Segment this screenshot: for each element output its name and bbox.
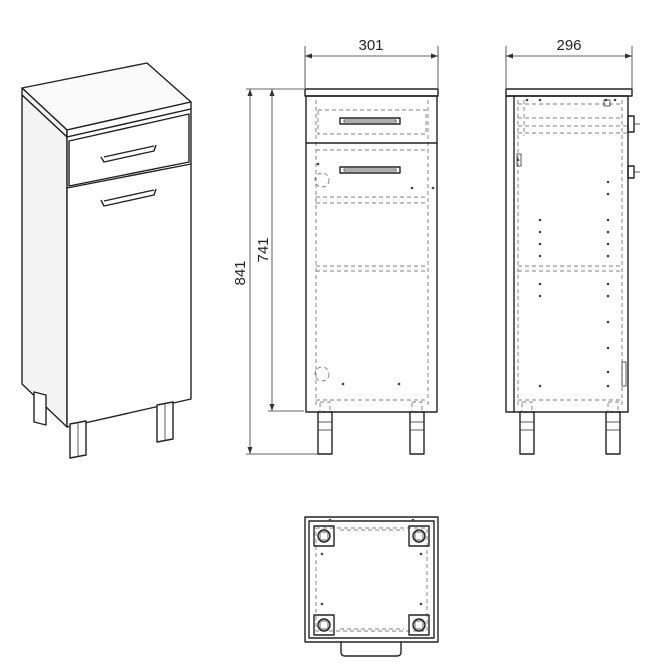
front-leg-left xyxy=(317,411,333,455)
plan-view xyxy=(304,516,439,657)
plan-foot-front-left xyxy=(313,525,335,547)
front-countertop xyxy=(304,88,439,97)
iso-body-front xyxy=(66,108,192,428)
dimension-width: 301 xyxy=(358,37,383,54)
iso-body-side xyxy=(21,94,68,428)
side-leg-front xyxy=(519,411,535,455)
plan-outline xyxy=(304,516,439,643)
isometric-view xyxy=(21,62,192,459)
front-body xyxy=(305,95,438,413)
iso-leg-back-left xyxy=(33,391,47,426)
front-view: 301 741 841 xyxy=(232,37,439,455)
front-drawer-handle xyxy=(339,117,401,125)
plan-foot-front-right xyxy=(408,525,430,547)
front-door-handle xyxy=(339,166,401,174)
front-drawer-box xyxy=(317,109,427,135)
iso-door-top-edge xyxy=(66,163,192,189)
plan-handle xyxy=(340,642,402,657)
front-leg-right xyxy=(409,411,425,455)
dimension-body-height: 741 xyxy=(255,237,272,262)
dimension-depth: 296 xyxy=(556,37,581,54)
side-countertop xyxy=(505,88,633,97)
plan-foot-back-right xyxy=(408,614,430,636)
side-body xyxy=(505,95,629,413)
iso-drawer-front xyxy=(68,113,190,187)
side-leg-back xyxy=(605,411,621,455)
dimension-total-height: 841 xyxy=(232,260,249,285)
side-wall-bracket-bottom xyxy=(627,165,635,179)
plan-foot-back-left xyxy=(313,614,335,636)
iso-drawer-handle xyxy=(100,144,157,163)
side-wall-bracket-top xyxy=(627,115,635,133)
side-view: 296 xyxy=(505,37,640,455)
iso-door-handle xyxy=(100,188,157,207)
